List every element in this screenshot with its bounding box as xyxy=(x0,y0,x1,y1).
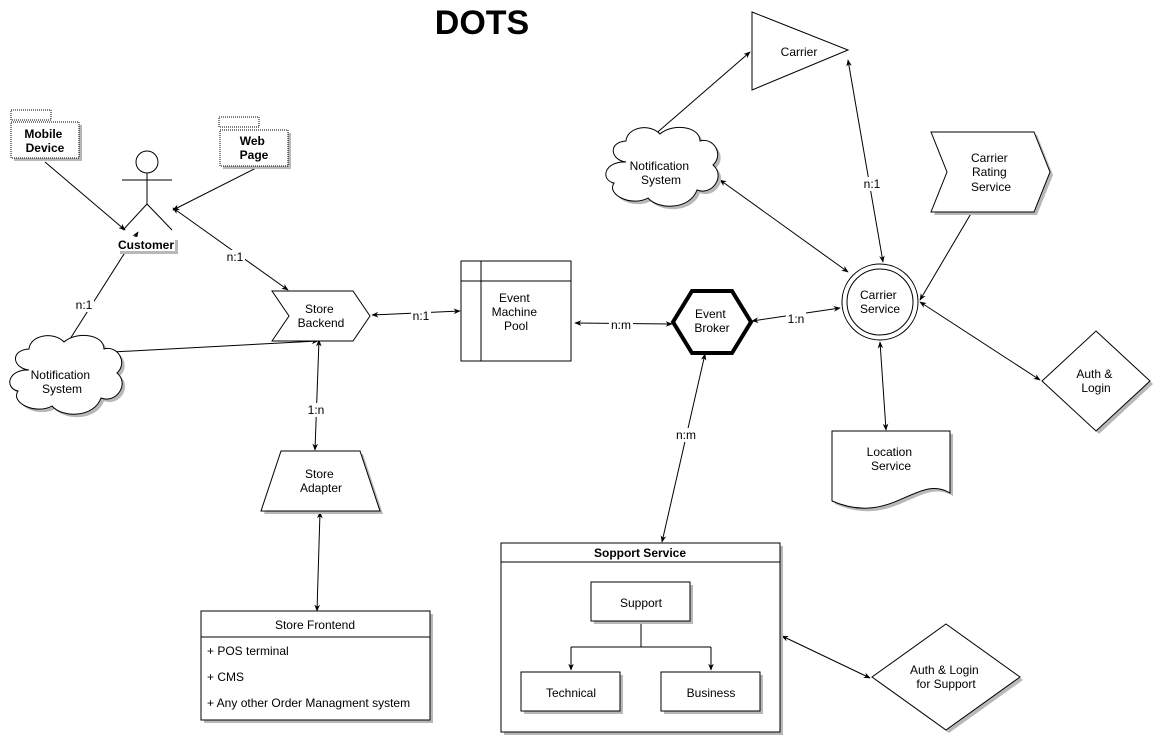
edge-label-broker-support: n:m xyxy=(676,428,696,442)
edge-label-notification-customer: n:1 xyxy=(76,298,93,312)
node-notification-system-left[interactable]: Notification System xyxy=(9,334,126,418)
node-mobile-device-label: Mobile Device xyxy=(24,127,65,155)
edge-label-pool-broker: n:m xyxy=(611,318,631,332)
edge-label-backend-pool: n:1 xyxy=(413,309,430,323)
node-store-adapter-label: Store Adapter xyxy=(300,467,342,495)
edge-label-broker-carrierservice: 1:n xyxy=(788,312,805,326)
node-carrier-rating-label: Carrier Rating Service xyxy=(971,151,1011,194)
node-customer[interactable]: Customer xyxy=(117,150,178,254)
node-notification-system-top[interactable]: Notification System xyxy=(605,126,722,210)
edge-backend-adapter xyxy=(312,339,322,451)
technical-box xyxy=(520,671,621,712)
edge-mobile-customer xyxy=(44,161,126,231)
node-carrier[interactable]: Carrier xyxy=(751,11,850,91)
store-frontend-item-2: + CMS xyxy=(207,670,244,684)
support-service-title: Sopport Service xyxy=(594,546,686,560)
node-store-backend[interactable]: Store Backend xyxy=(271,290,371,342)
support-box-label: Support xyxy=(620,596,663,610)
node-notification-top-label: Notification System xyxy=(630,159,693,187)
store-frontend-item-1: + POS terminal xyxy=(207,644,289,658)
edge-label-customer-backend: n:1 xyxy=(227,250,244,264)
edge-customer-backend xyxy=(172,207,289,291)
edge-carrierservice-location xyxy=(877,341,889,431)
node-carrier-service-label: Carrier Service xyxy=(860,288,900,316)
store-frontend-item-3: + Any other Order Managment system xyxy=(207,696,410,710)
node-web-page-label: Web Page xyxy=(240,134,269,162)
diagram-title: DOTS xyxy=(435,4,529,42)
node-customer-label: Customer xyxy=(118,238,174,252)
node-carrier-label: Carrier xyxy=(781,45,818,59)
node-event-machine-pool-label: Event Machine Pool xyxy=(492,291,541,333)
node-notification-left-label: Notification System xyxy=(31,368,94,396)
node-mobile-device[interactable]: Mobile Device xyxy=(10,109,82,161)
edge-notification-carrier xyxy=(651,51,751,138)
support-box xyxy=(590,581,691,622)
node-auth-login-support-label: Auth & Login for Support xyxy=(910,663,982,691)
node-store-frontend[interactable]: Store Frontend + POS terminal + CMS + An… xyxy=(200,610,433,723)
node-location-service[interactable]: Location Service xyxy=(831,430,953,512)
store-frontend-title: Store Frontend xyxy=(275,618,355,632)
node-auth-login[interactable]: Auth & Login xyxy=(1041,330,1153,434)
business-box-label: Business xyxy=(687,686,736,700)
edge-support-authsupport xyxy=(781,635,871,679)
edge-label-carrier: n:1 xyxy=(864,177,881,191)
node-carrier-service[interactable]: Carrier Service xyxy=(841,263,919,341)
edge-adapter-frontend xyxy=(314,511,323,612)
edge-label-backend-adapter: 1:n xyxy=(308,403,325,417)
node-support-service[interactable]: Sopport Service Support Technical Busine… xyxy=(500,542,783,735)
edge-notification-carrierservice xyxy=(719,179,849,273)
node-event-broker-label: Event Broker xyxy=(694,307,729,335)
edge-carrierservice-auth xyxy=(919,301,1041,381)
node-store-adapter[interactable]: Store Adapter xyxy=(260,450,383,514)
node-carrier-rating-service[interactable]: Carrier Rating Service xyxy=(930,131,1053,215)
node-location-service-label: Location Service xyxy=(867,445,916,473)
node-web-page[interactable]: Web Page xyxy=(218,116,291,169)
node-event-machine-pool[interactable]: Event Machine Pool xyxy=(460,260,572,362)
edge-carrier-carrierservice xyxy=(846,59,885,263)
business-box xyxy=(660,671,761,712)
edge-webpage-customer xyxy=(172,167,257,211)
edge-labels: n:1 n:1 n:1 n:1 n:m 1:n 1:n n:m xyxy=(74,177,882,442)
node-store-backend-label: Store Backend xyxy=(298,302,345,330)
node-auth-login-label: Auth & Login xyxy=(1076,367,1115,395)
technical-box-label: Technical xyxy=(546,686,596,700)
node-auth-login-support[interactable]: Auth & Login for Support xyxy=(871,623,1023,733)
edge-broker-support xyxy=(660,353,707,543)
node-event-broker[interactable]: Event Broker xyxy=(670,289,754,355)
